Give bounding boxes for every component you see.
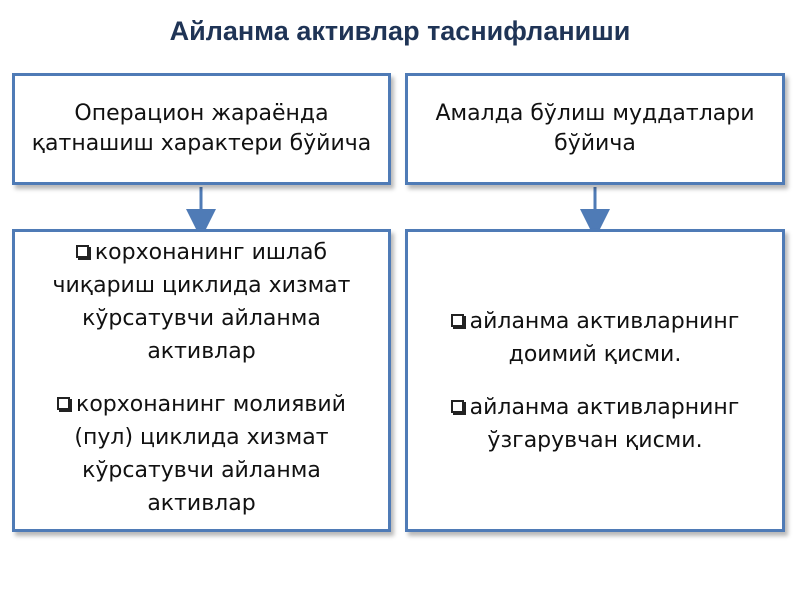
left-header-line-1: Операцион жараёнда bbox=[74, 101, 329, 126]
left-item-1: корхонанинг ишлаб чиқариш циклида хизмат… bbox=[53, 236, 351, 368]
left-item-1-line-1: корхонанинг ишлаб bbox=[94, 240, 328, 265]
right-item-1-line-2: доимий қисми. bbox=[508, 341, 682, 367]
checkbox-square-icon bbox=[57, 397, 71, 410]
right-header-box: Амалда бўлиш муддатлари бўйича bbox=[405, 73, 785, 185]
left-item-1-line-4: активлар bbox=[147, 339, 256, 364]
left-item-2-line-4: активлар bbox=[147, 491, 256, 516]
right-item-2-line-1: айланма активларнинг bbox=[469, 394, 740, 420]
left-header-line-2: қатнашиш характери бўйича bbox=[31, 131, 372, 156]
checkbox-square-icon bbox=[450, 399, 464, 413]
left-item-1-line-3: кўрсатувчи айланма bbox=[82, 306, 321, 331]
right-item-2: айланма активларнинг ўзгарувчан қисми. bbox=[450, 391, 740, 457]
left-item-2-line-2: (пул) циклида хизмат bbox=[74, 425, 329, 450]
right-content-box: айланма активларнинг доимий қисми. айлан… bbox=[405, 229, 785, 532]
checkbox-square-icon bbox=[450, 313, 464, 327]
right-item-2-line-2: ўзгарувчан қисми. bbox=[487, 427, 703, 453]
left-header-box: Операцион жараёнда қатнашиш характери бў… bbox=[12, 73, 391, 185]
right-item-1: айланма активларнинг доимий қисми. bbox=[450, 305, 740, 371]
right-item-1-line-1: айланма активларнинг bbox=[469, 308, 740, 334]
right-header-line-2: бўйича bbox=[554, 131, 636, 156]
left-content-box: корхонанинг ишлаб чиқариш циклида хизмат… bbox=[12, 229, 391, 532]
diagram-title: Айланма активлар таснифланиши bbox=[169, 16, 631, 46]
right-header-line-1: Амалда бўлиш муддатлари bbox=[435, 101, 755, 126]
left-item-2: корхонанинг молиявий (пул) циклида хизма… bbox=[57, 388, 346, 520]
left-item-1-line-2: чиқариш циклида хизмат bbox=[52, 273, 351, 298]
left-item-2-line-3: кўрсатувчи айланма bbox=[82, 458, 321, 483]
left-item-2-line-1: корхонанинг молиявий bbox=[76, 392, 346, 417]
checkbox-square-icon bbox=[75, 245, 89, 258]
